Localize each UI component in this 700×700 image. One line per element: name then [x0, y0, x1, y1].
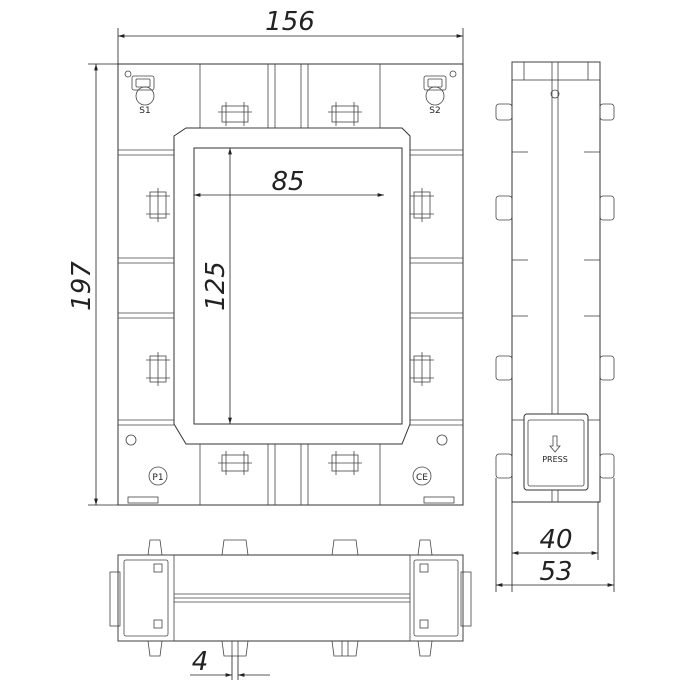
ce-mark: CE: [416, 473, 428, 483]
dim-total-height: 197: [67, 63, 118, 506]
terminal-p1-label: P1: [152, 473, 163, 483]
dim-inner-depth: 40: [511, 502, 599, 592]
press-latch: PRESS: [523, 413, 589, 491]
terminal-s1-label: S1: [139, 106, 150, 116]
hole-mid-right: [436, 434, 448, 446]
svg-text:156: 156: [265, 7, 315, 37]
dim-slot-width: 4: [190, 647, 270, 680]
dim-total-width: 156: [117, 7, 464, 64]
front-top-segments: [199, 64, 381, 129]
svg-text:125: 125: [201, 261, 231, 311]
front-clip-features: [146, 102, 434, 475]
svg-text:53: 53: [539, 557, 572, 587]
terminal-slot-left: [131, 75, 155, 91]
front-inner-frame: [173, 127, 411, 445]
front-body-outline: [117, 63, 464, 506]
front-bottom-segments: [199, 444, 381, 505]
svg-text:40: 40: [539, 525, 572, 555]
dim-window-width: 85: [194, 167, 384, 197]
corner-holes: [124, 70, 457, 504]
terminal-slot-right: [423, 75, 447, 91]
clip-left-lower: [146, 352, 170, 386]
clip-right-lower: [410, 352, 434, 386]
side-view: PRESS 40 53: [495, 61, 615, 592]
clip-bottom-left: [218, 451, 252, 475]
front-view: S1 S2 P1 CE 156 197 85 125: [67, 7, 464, 506]
clip-bottom-right: [328, 451, 362, 475]
hole-top-left: [124, 70, 132, 78]
svg-text:85: 85: [271, 167, 304, 197]
front-left-segments: [118, 149, 174, 426]
svg-text:4: 4: [192, 647, 209, 677]
dim-outer-depth: 53: [495, 478, 615, 592]
front-right-segments: [410, 149, 463, 426]
dim-window-height: 125: [201, 148, 232, 424]
svg-text:197: 197: [67, 261, 97, 311]
clip-right-upper: [410, 188, 434, 222]
terminal-s2-label: S2: [429, 106, 440, 116]
window-opening: [193, 147, 403, 425]
bottom-view: 4: [109, 539, 472, 680]
clip-left-upper: [146, 188, 170, 222]
clip-top-left: [218, 102, 252, 126]
clip-top-right: [328, 102, 362, 126]
hole-mid-left: [125, 434, 137, 446]
press-label: PRESS: [542, 455, 568, 464]
hole-top-right: [449, 70, 457, 78]
